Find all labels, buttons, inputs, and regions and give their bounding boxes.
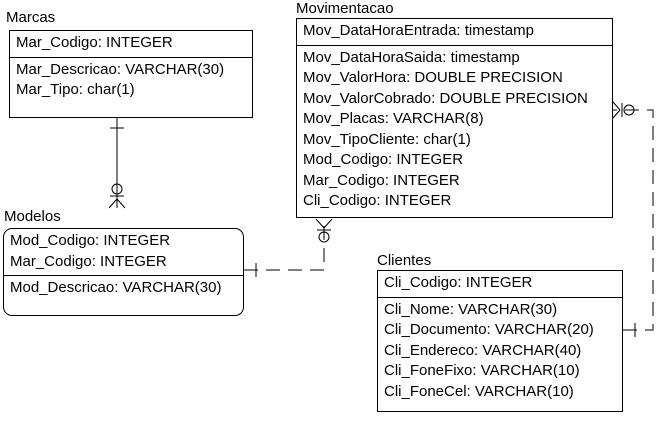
- attribute: Mov_Placas: VARCHAR(8): [303, 110, 484, 127]
- rel-clientes-movimentacao: [612, 101, 654, 337]
- entity-modelos: Mod_Codigo: INTEGER Mar_Codigo: INTEGER …: [3, 228, 244, 316]
- rel-line: [613, 109, 654, 331]
- entity-clientes: Cli_Codigo: INTEGER Cli_Nome: VARCHAR(30…: [377, 270, 623, 412]
- rel-crowfoot-right: [116, 198, 126, 209]
- rel-zero-circle: [318, 231, 330, 243]
- rel-marcas-modelos: [108, 118, 126, 209]
- key-attribute: Mod_Codigo: INTEGER: [10, 232, 171, 249]
- attribute-section: Mov_DataHoraSaida: timestamp Mov_ValorHo…: [297, 46, 612, 215]
- key-section: Mod_Codigo: INTEGER Mar_Codigo: INTEGER: [4, 229, 243, 276]
- rel-modelos-movimentacao: [244, 218, 333, 277]
- key-attribute: Mar_Codigo: INTEGER: [16, 34, 173, 51]
- key-attribute: Mov_DataHoraEntrada: timestamp: [303, 22, 534, 39]
- entity-title-clientes: Clientes: [377, 252, 432, 269]
- key-attribute: Cli_Codigo: INTEGER: [384, 274, 533, 291]
- attribute: Cli_Endereco: VARCHAR(40): [384, 341, 582, 359]
- attribute-section: Mod_Descricao: VARCHAR(30): [4, 276, 243, 302]
- key-section: Mov_DataHoraEntrada: timestamp: [297, 19, 612, 46]
- entity-movimentacao: Mov_DataHoraEntrada: timestamp Mov_DataH…: [296, 18, 613, 218]
- rel-crowfoot-left: [108, 198, 118, 209]
- attribute: Mov_ValorCobrado: DOUBLE PRECISION: [303, 89, 588, 107]
- attribute: Mar_Descricao: VARCHAR(30): [16, 60, 225, 78]
- rel-line: [244, 220, 325, 271]
- attribute: Cli_Codigo: INTEGER: [303, 192, 452, 209]
- attribute: Mod_Codigo: INTEGER: [303, 151, 464, 168]
- attribute: Cli_FoneFixo: VARCHAR(10): [384, 362, 580, 379]
- rel-crowfoot-bottom: [612, 109, 621, 119]
- attribute: Cli_Documento: VARCHAR(20): [384, 321, 594, 338]
- rel-zero-circle: [111, 183, 123, 195]
- entity-title-modelos: Modelos: [4, 208, 61, 225]
- rel-crowfoot-left: [315, 218, 325, 229]
- key-section: Cli_Codigo: INTEGER: [378, 271, 622, 298]
- rel-crowfoot-top: [612, 101, 621, 111]
- entity-title-marcas: Marcas: [6, 9, 56, 26]
- attribute: Mov_TipoCliente: char(1): [303, 130, 471, 148]
- key-attribute: Mar_Codigo: INTEGER: [10, 252, 167, 270]
- rel-crowfoot-right: [323, 218, 333, 229]
- attribute: Mov_ValorHora: DOUBLE PRECISION: [303, 69, 563, 86]
- attribute: Cli_Nome: VARCHAR(30): [384, 300, 558, 318]
- attribute: Mar_Tipo: char(1): [16, 81, 135, 98]
- attribute: Cli_FoneCel: VARCHAR(10): [384, 382, 574, 400]
- entity-marcas: Mar_Codigo: INTEGER Mar_Descricao: VARCH…: [9, 30, 253, 118]
- attribute-section: Mar_Descricao: VARCHAR(30) Mar_Tipo: cha…: [10, 58, 252, 104]
- rel-zero-circle: [623, 104, 635, 116]
- attribute: Mod_Descricao: VARCHAR(30): [10, 279, 222, 296]
- attribute: Mar_Codigo: INTEGER: [303, 171, 460, 189]
- attribute: Mov_DataHoraSaida: timestamp: [303, 48, 520, 66]
- entity-title-movimentacao: Movimentacao: [296, 0, 394, 17]
- key-section: Mar_Codigo: INTEGER: [10, 31, 252, 58]
- attribute-section: Cli_Nome: VARCHAR(30) Cli_Documento: VAR…: [378, 298, 622, 406]
